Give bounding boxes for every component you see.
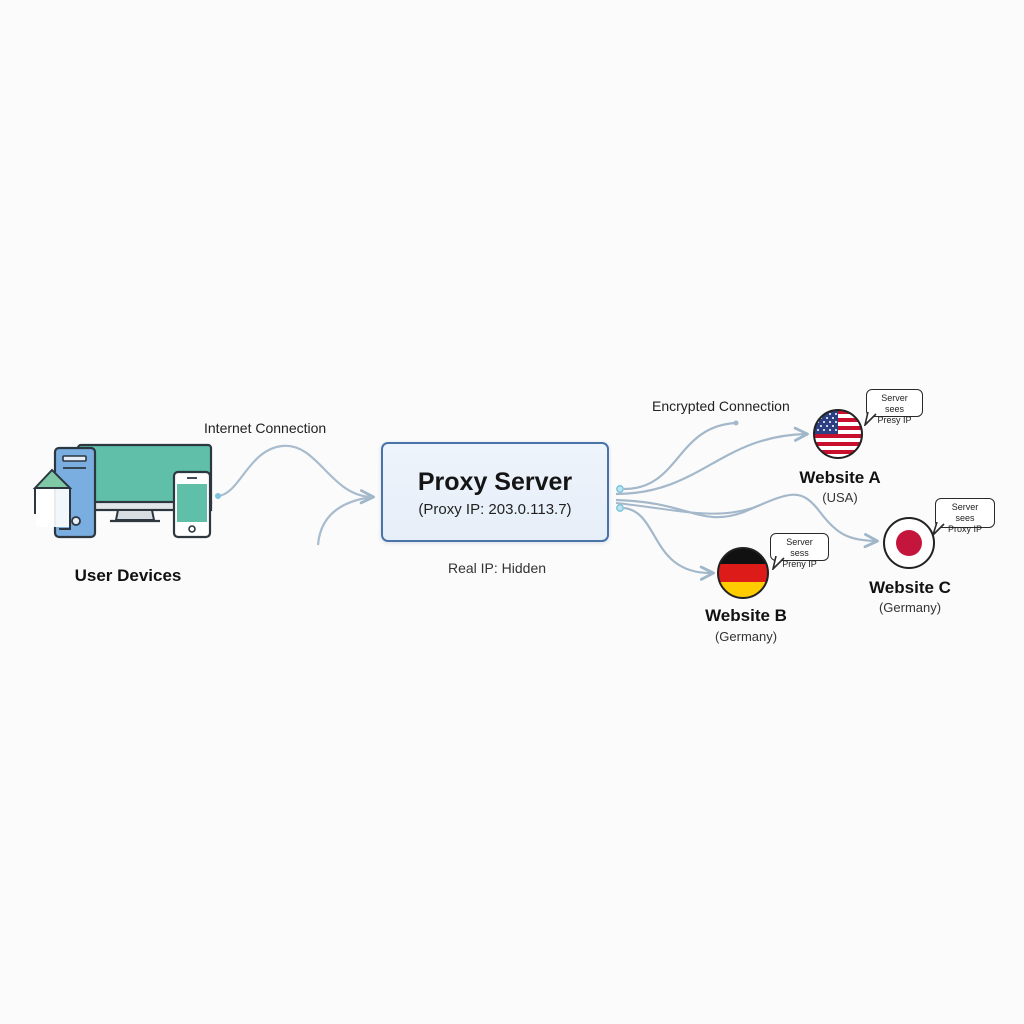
proxy-server-node[interactable]: Proxy Server (Proxy IP: 203.0.113.7) bbox=[381, 442, 609, 542]
internet-connection-line-2 bbox=[316, 495, 373, 546]
bubble-line: Server sees bbox=[881, 393, 908, 414]
line-end-dot bbox=[733, 420, 739, 426]
encrypted-connection-label: Encrypted Connection bbox=[652, 398, 790, 414]
proxy-output-dot-2 bbox=[616, 504, 624, 512]
website-b-country: (Germany) bbox=[714, 629, 778, 644]
website-a-country: (USA) bbox=[822, 490, 858, 505]
user-devices-label: User Devices bbox=[74, 566, 182, 585]
japan-flag-icon[interactable] bbox=[881, 515, 937, 571]
proxy-ip-address: (Proxy IP: 203.0.113.7) bbox=[418, 501, 572, 518]
proxy-output-dot-1 bbox=[616, 485, 624, 493]
line-to-website-a bbox=[615, 426, 809, 496]
real-ip-hidden-note: Real IP: Hidden bbox=[447, 560, 547, 576]
smartphone-icon bbox=[172, 470, 212, 539]
bubble-line: Proxy IP bbox=[947, 524, 982, 534]
website-c-name: Website C bbox=[869, 578, 951, 597]
website-b-name: Website B bbox=[705, 606, 787, 625]
internet-connection-label: Internet Connection bbox=[204, 420, 327, 436]
bubble-tail bbox=[772, 556, 785, 570]
bubble-tail bbox=[864, 412, 877, 426]
website-c-country: (Germany) bbox=[878, 600, 942, 615]
encrypted-connection-line-1 bbox=[623, 421, 737, 491]
bubble-line: Preny IP bbox=[782, 559, 817, 569]
user-devices-icon bbox=[32, 443, 213, 539]
bubble-line: Server sess bbox=[786, 537, 813, 558]
bubble-line: Presy IP bbox=[877, 415, 912, 425]
line-to-website-b bbox=[623, 506, 715, 581]
connection-dot bbox=[215, 493, 221, 499]
bubble-tail bbox=[932, 522, 945, 536]
website-a-name: Website A bbox=[799, 468, 881, 487]
line-extra bbox=[615, 502, 761, 515]
germany-flag-icon[interactable] bbox=[716, 546, 770, 600]
website-a-speech-bubble: Server sees Presy IP bbox=[866, 389, 923, 425]
internet-connection-line bbox=[217, 444, 375, 505]
bubble-line: Server sees bbox=[951, 502, 979, 523]
proxy-server-title: Proxy Server bbox=[417, 468, 573, 496]
website-c-speech-bubble: Server sees Proxy IP bbox=[935, 498, 995, 534]
line-to-website-c bbox=[615, 493, 879, 549]
home-icon bbox=[32, 468, 73, 530]
website-b-speech-bubble: Server sess Preny IP bbox=[770, 533, 829, 569]
usa-flag-icon[interactable] bbox=[812, 408, 864, 460]
